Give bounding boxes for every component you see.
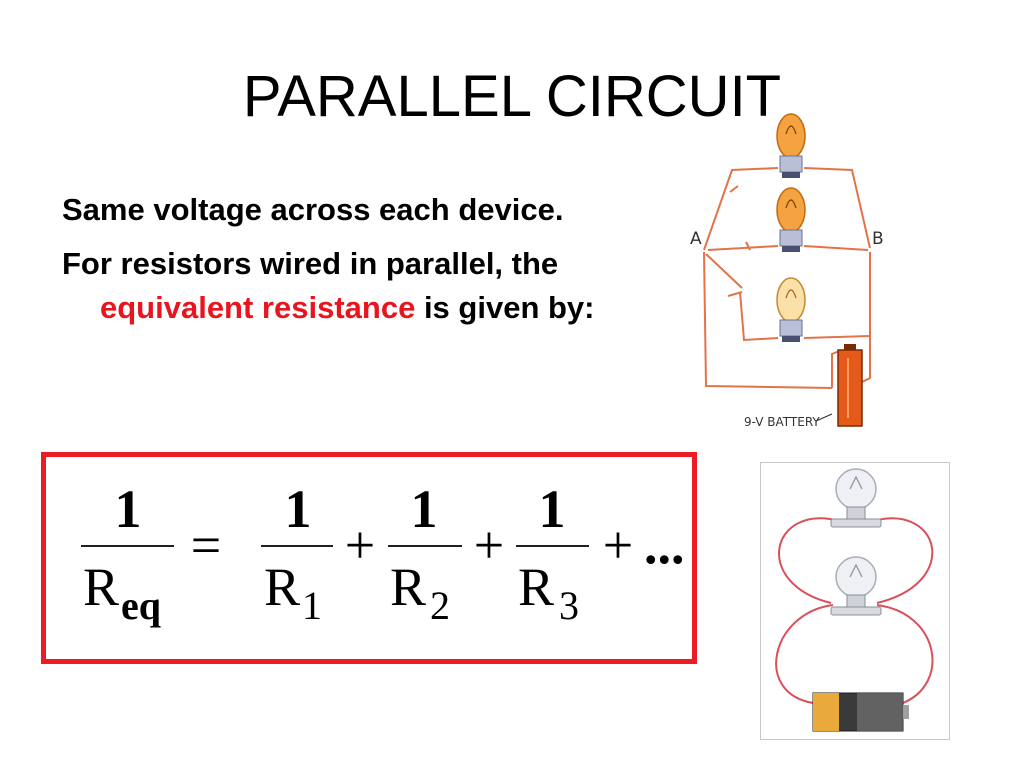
- plus-sign-1: +: [345, 515, 375, 575]
- light-bulb-icon: [830, 556, 882, 616]
- formula-box: 1 R eq = 1 R 1 + 1 R 2 + 1 R 3 + ...: [41, 452, 697, 664]
- lhs-subscript: eq: [121, 583, 161, 628]
- circuit-drawing: A B 9-V BATTERY: [690, 113, 884, 429]
- light-bulb-icon: [776, 277, 806, 342]
- bullet-voltage-text: Same voltage across each device.: [62, 192, 564, 227]
- term3-subscript: 3: [559, 583, 579, 628]
- bullet-resistance-after: is given by:: [415, 290, 595, 325]
- term1-symbol: R: [264, 557, 300, 617]
- term3-numerator: 1: [539, 479, 566, 539]
- equals-sign: =: [191, 515, 221, 575]
- term2-subscript: 2: [430, 583, 450, 628]
- lhs-symbol: R: [83, 557, 119, 617]
- battery-icon: [837, 344, 863, 427]
- slide-title: PARALLEL CIRCUIT: [242, 64, 782, 129]
- term2-numerator: 1: [411, 479, 438, 539]
- circuit-photo-drawing: [775, 468, 934, 732]
- node-label-b: B: [872, 229, 884, 249]
- bullet-resistance: For resistors wired in parallel, the equ…: [62, 242, 712, 330]
- lhs-numerator: 1: [115, 479, 142, 539]
- bullet-voltage: Same voltage across each device.: [62, 188, 712, 232]
- term3-symbol: R: [518, 557, 554, 617]
- light-bulb-icon: [776, 187, 806, 252]
- equivalent-resistance-highlight: equivalent resistance: [100, 290, 416, 325]
- plus-sign-2: +: [474, 515, 504, 575]
- term1-numerator: 1: [285, 479, 312, 539]
- node-label-a: A: [690, 229, 702, 249]
- ellipsis: ...: [644, 515, 685, 575]
- circuit-photo: [760, 462, 950, 740]
- term1-subscript: 1: [302, 583, 322, 628]
- bullet-resistance-before: For resistors wired in parallel, the: [62, 246, 559, 281]
- parallel-resistance-formula: 1 R eq = 1 R 1 + 1 R 2 + 1 R 3 + ...: [81, 479, 685, 628]
- bullet-list: Same voltage across each device. For res…: [62, 188, 712, 340]
- light-bulb-icon: [776, 113, 806, 178]
- battery-label: 9-V BATTERY: [744, 415, 820, 429]
- plus-sign-3: +: [603, 515, 633, 575]
- switch-tick: [729, 185, 739, 193]
- battery-icon: [812, 692, 909, 732]
- circuit-diagram: A B 9-V BATTERY: [682, 78, 902, 438]
- light-bulb-icon: [830, 468, 882, 528]
- term2-symbol: R: [390, 557, 426, 617]
